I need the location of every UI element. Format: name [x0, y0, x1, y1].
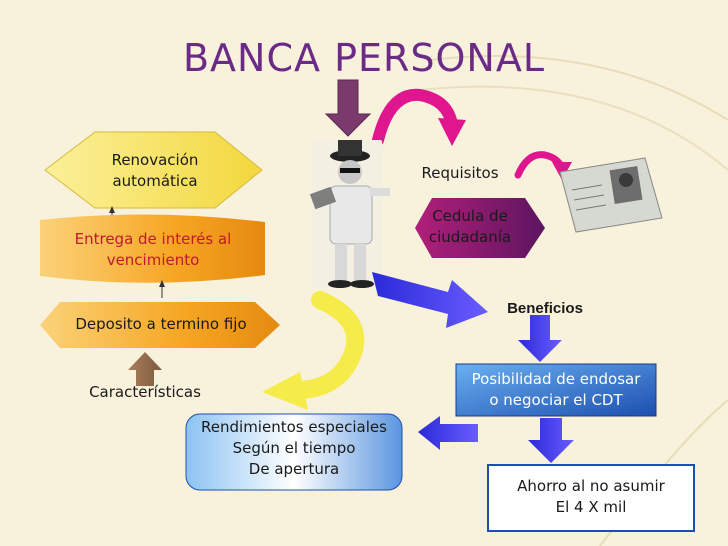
entrega-label: Entrega de interés al vencimiento [48, 229, 258, 271]
renovacion-line-1: Renovación [111, 151, 199, 169]
entrega-line-2: vencimiento [106, 251, 200, 269]
rendimientos-box [185, 413, 403, 491]
caracteristicas-label: Características [89, 383, 201, 401]
cedula-line-1: Cedula de [432, 207, 508, 225]
left-arrow [418, 416, 478, 450]
rendimientos-label: Rendimientos especiales Según el tiempo … [186, 417, 402, 480]
renovacion-line-2: automática [112, 172, 198, 190]
magenta-curve-arrow-1 [372, 88, 458, 146]
posibilidad-line-2: o negociar el CDT [489, 391, 623, 409]
renovacion-label: Renovación automática [85, 150, 225, 192]
posibilidad-box [455, 363, 657, 417]
ahorro-line-1: Ahorro al no asumir [517, 477, 665, 495]
man-with-money-icon [309, 140, 390, 288]
down-arrow-top [324, 79, 372, 137]
renovacion-hexagon [44, 131, 263, 209]
requisitos-label: Requisitos [421, 164, 499, 182]
page-title: BANCA PERSONAL [182, 36, 546, 80]
ahorro-box [487, 464, 695, 532]
deposito-pentagon [40, 302, 280, 348]
ahorro-line-2: El 4 X mil [555, 498, 627, 516]
cedula-label: Cedula de ciudadanía [412, 206, 528, 248]
cedula-line-2: ciudadanía [428, 228, 512, 246]
deposito-label: Deposito a termino fijo [75, 315, 247, 333]
rendimientos-line-2: Según el tiempo [232, 439, 356, 457]
yellow-curve-arrow [291, 291, 365, 399]
ahorro-label: Ahorro al no asumir El 4 X mil [488, 476, 694, 518]
blue-arrow-beneficios [372, 272, 488, 328]
id-card-icon [559, 157, 663, 233]
posibilidad-label: Posibilidad de endosar o negociar el CDT [456, 369, 656, 411]
rendimientos-line-1: Rendimientos especiales [201, 418, 387, 436]
entrega-line-1: Entrega de interés al [74, 230, 232, 248]
entrega-banner [40, 214, 265, 283]
blue-down-arrow-1 [518, 315, 562, 362]
posibilidad-line-1: Posibilidad de endosar [471, 370, 641, 388]
cedula-hexagon [415, 198, 545, 258]
beneficios-label: Beneficios [507, 300, 583, 317]
brown-up-arrow [128, 352, 162, 386]
rendimientos-line-3: De apertura [248, 460, 340, 478]
blue-down-arrow-2 [528, 418, 574, 463]
